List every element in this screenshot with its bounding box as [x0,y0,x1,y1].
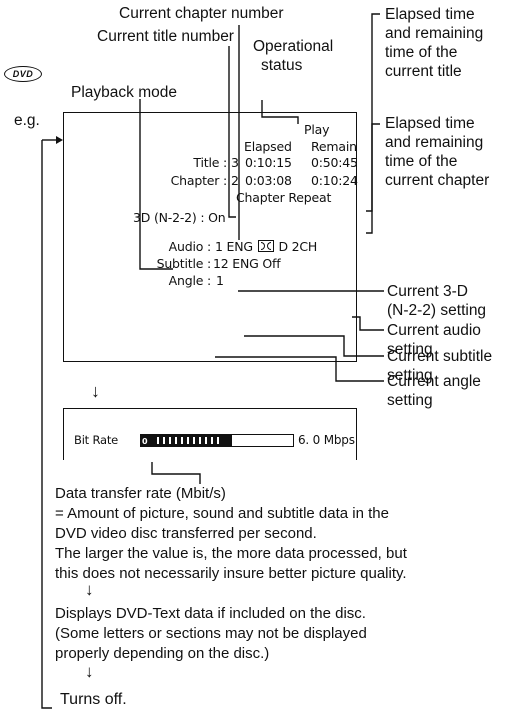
note-dvd-text-3: properly depending on the disc.) [55,645,270,662]
osd-angle-value: 1 [216,273,224,288]
label-angle-setting-2: setting [387,392,433,409]
leader-playback-mode [139,99,173,270]
osd-col-elapsed: Elapsed [244,139,292,154]
note-dvd-text-2: (Some letters or sections may not be dis… [55,625,367,642]
bitrate-meter-segment [211,437,213,444]
osd-angle-label: Angle : [168,273,212,288]
osd-audio-value-a: 1 ENG [215,239,253,254]
bitrate-meter-segment [193,437,195,444]
bitrate-meter-segment [163,437,165,444]
osd-3d-setting: 3D (N-2-2) : On [133,210,226,225]
leader-title-number [228,46,236,218]
leader-bitrate [151,462,201,484]
osd-audio-label: Audio : [168,239,212,254]
note-data-transfer-1: Data transfer rate (Mbit/s) [55,485,226,502]
label-chapter-times-2: and remaining [385,134,484,151]
osd-audio-value-b: D 2CH [278,239,318,254]
loop-arrow-head [56,136,63,144]
bitrate-label: Bit Rate [74,433,119,447]
osd-chapter-elapsed: 0:03:08 [245,173,292,188]
bitrate-meter-segment [187,437,189,444]
label-audio-setting-2: setting [387,341,433,358]
label-title-times-3: time of the [385,44,458,61]
note-dvd-text-1: Displays DVD-Text data if included on th… [55,605,366,622]
osd-subtitle-label: Subtitle : [156,256,212,271]
bitrate-meter-segment [175,437,177,444]
osd-chapter-label: Chapter : [170,173,228,188]
loop-line [41,140,52,709]
label-operational-status-line2: status [261,57,303,74]
bitrate-meter-segment [217,437,219,444]
osd-screen [63,112,357,362]
label-title-times-2: and remaining [385,25,484,42]
bitrate-meter-fill [141,435,233,446]
leader-angle [215,356,384,382]
leader-chapter-times [366,123,380,234]
osd-audio-value: 1 ENG D 2CH [215,239,317,254]
note-data-transfer-3: DVD video disc transferred per second. [55,525,317,542]
label-subtitle-setting-2: setting [387,367,433,384]
bitrate-meter-segment [157,437,159,444]
label-chapter-times-1: Elapsed time [385,115,475,132]
label-current-chapter-number: Current chapter number [119,5,284,22]
note-data-transfer-4: The larger the value is, the more data p… [55,545,407,562]
label-3d-setting-1: Current 3-D [387,283,468,300]
label-angle-setting-1: Current angle [387,373,481,390]
bitrate-meter-segment [199,437,201,444]
osd-chapter-remain: 0:10:24 [311,173,358,188]
osd-subtitle-value: 12 ENG Off [213,256,281,271]
note-turns-off: Turns off. [60,691,127,708]
label-operational-status-line1: Operational [253,38,334,55]
down-arrow-3: ↓ [85,662,94,681]
label-3d-setting-2: (N-2-2) setting [387,302,487,319]
osd-col-remain: Remain [311,139,357,154]
osd-chapter-number: 2 [231,173,239,188]
dvd-logo-icon: DVD [4,66,42,82]
osd-status: Play [304,122,330,137]
bitrate-display: Bit Rate 0 10 6. 0 Mbps [63,408,357,460]
osd-title-elapsed: 0:10:15 [245,155,292,170]
label-playback-mode: Playback mode [71,84,177,101]
osd-title-remain: 0:50:45 [311,155,358,170]
leader-operational-status [261,100,299,124]
bitrate-meter [140,434,294,447]
osd-title-number: 3 [231,155,239,170]
bitrate-value: 6. 0 Mbps [298,433,355,447]
label-eg: e.g. [14,112,40,129]
label-subtitle-setting-1: Current subtitle [387,348,493,365]
leader-subtitle [244,335,384,357]
bitrate-meter-segment [169,437,171,444]
osd-playback-mode: Chapter Repeat [236,190,332,205]
down-arrow-2: ↓ [85,580,94,599]
label-audio-setting-1: Current audio [387,322,481,339]
dolby-digital-icon [257,240,274,252]
bitrate-meter-segment [205,437,207,444]
bitrate-scale-min: 0 [142,437,148,446]
note-data-transfer-2: = Amount of picture, sound and subtitle … [55,505,389,522]
label-chapter-times-3: time of the [385,153,458,170]
bitrate-meter-segment [181,437,183,444]
down-arrow-1: ↓ [91,381,100,401]
label-chapter-times-4: current chapter [385,172,490,189]
label-title-times-4: current title [385,63,462,80]
label-current-title-number: Current title number [97,28,234,45]
note-data-transfer-5: this does not necessarily insure better … [55,565,407,582]
osd-title-label: Title : [193,155,227,170]
label-title-times-1: Elapsed time [385,6,475,23]
leader-title-times [366,13,380,212]
bitrate-scale-max: 10 [282,437,293,446]
